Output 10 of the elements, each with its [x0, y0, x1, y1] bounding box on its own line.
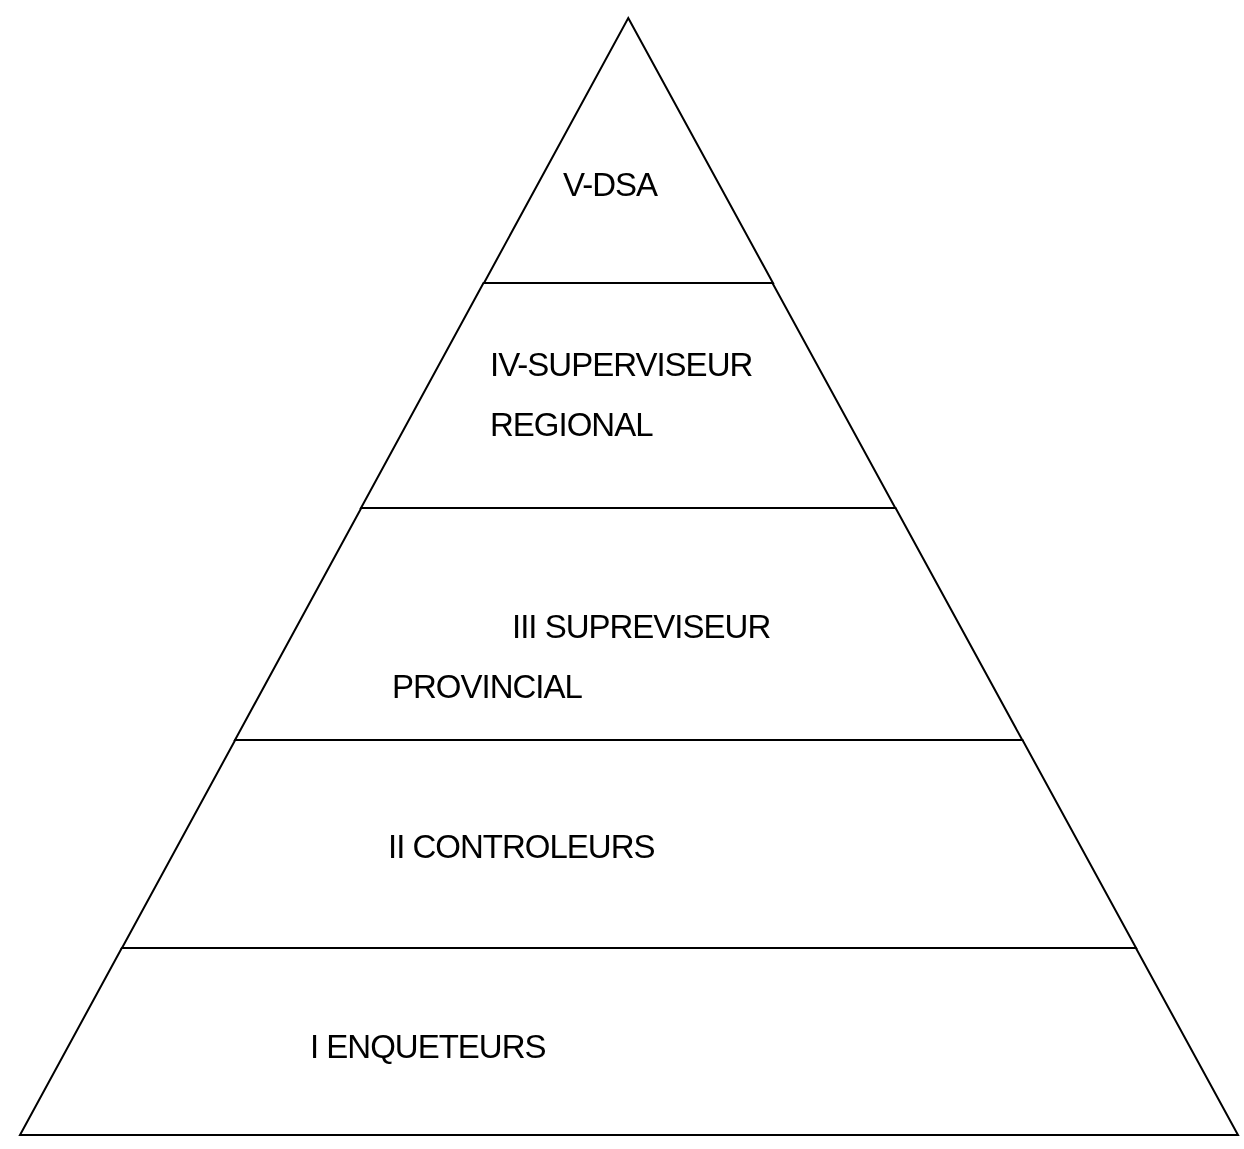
- tier-label: II CONTROLEURS: [388, 827, 656, 867]
- pyramid-tier: [20, 948, 1238, 1135]
- tier-label: V-DSA: [563, 165, 659, 205]
- pyramid-tier: [121, 740, 1136, 948]
- pyramid-tier: [235, 508, 1023, 740]
- tier-label: I ENQUETEURS: [310, 1027, 547, 1067]
- pyramid-tier: [361, 283, 896, 508]
- tier-label: III SUPREVISEUR PROVINCIAL: [392, 607, 772, 707]
- tier-label: IV-SUPERVISEUR REGIONAL: [490, 345, 754, 445]
- pyramid-apex: [483, 18, 773, 283]
